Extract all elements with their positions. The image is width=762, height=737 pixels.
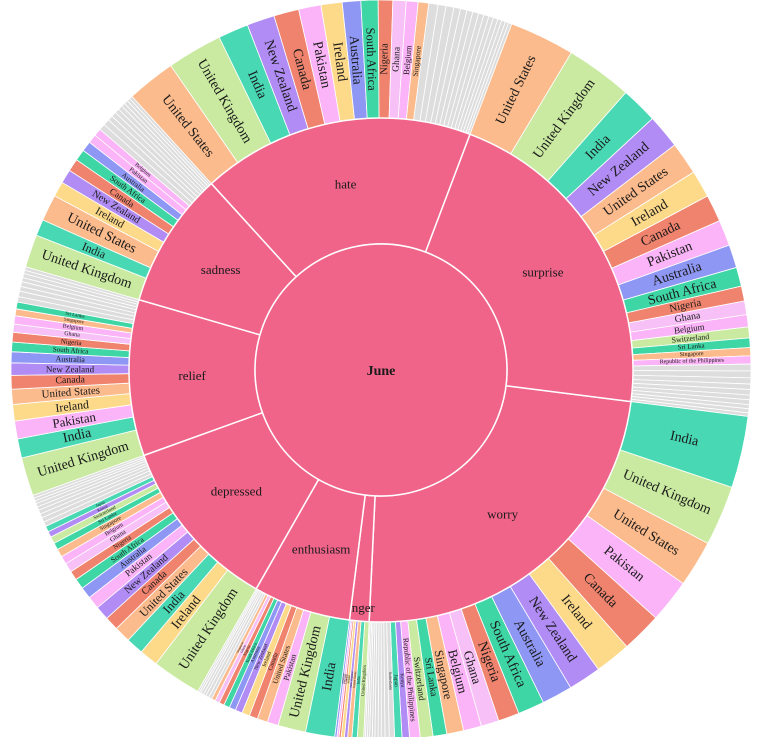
country-label-relief-sri-lanka: Sri Lanka: [65, 312, 86, 320]
emotion-label-depressed: depressed: [211, 484, 263, 499]
country-label-enthusiasm-nigeria: Nigeria: [243, 644, 252, 656]
country-label-relief-united-states: United States: [41, 385, 100, 401]
root-circle[interactable]: [254, 243, 508, 497]
country-label-anger-ireland: Ireland: [346, 674, 351, 683]
country-label-relief-ghana: Ghana: [64, 331, 81, 339]
country-label-relief-new-zealand: New Zealand: [46, 364, 95, 374]
emotion-label-worry: worry: [487, 507, 519, 522]
country-label-relief-nigeria: Nigeria: [60, 337, 83, 347]
root-label: June: [367, 364, 396, 379]
country-label-relief-india: India: [62, 426, 93, 447]
country-label-surprise-singapore: Singapore: [680, 351, 705, 358]
country-label-enthusiasm-ghana: Ghana: [240, 644, 248, 654]
country-label-relief-ireland: Ireland: [55, 397, 90, 415]
country-label-relief-belgium: Belgium: [62, 323, 84, 332]
country-label-relief-singapore: Singapore: [63, 317, 85, 325]
country-label-anger-canada: Canada: [344, 674, 349, 684]
country-label-anger-australia: Australia: [340, 672, 345, 684]
country-label-worry-india: India: [669, 429, 701, 450]
country-label-hate-south-africa: South Africa: [363, 27, 379, 91]
country-label-worry-japan: Japan: [392, 674, 399, 687]
emotion-label-surprise: surprise: [522, 265, 563, 280]
country-label-hate-ireland: Ireland: [329, 41, 349, 82]
country-label-hate-ghana: Ghana: [390, 46, 402, 72]
root-node[interactable]: June: [254, 243, 508, 497]
emotion-label-anger: anger: [346, 600, 376, 615]
country-label-hate-nigeria: Nigeria: [379, 43, 390, 75]
country-label-surprise-republic-of-the-philippines: Republic of the Philippines: [660, 357, 725, 366]
country-label-hate-australia: Australia: [347, 35, 366, 85]
country-label-hate-belgium: Belgium: [401, 45, 413, 76]
country-label-surprise-ghana: Ghana: [674, 310, 702, 325]
country-label-worry-kenya: Kenya: [398, 673, 405, 688]
emotion-ring: worry anger enthusiasm depressed relief sadne…: [128, 117, 634, 623]
country-label-worry-netherlands: Netherlands: [388, 672, 393, 691]
country-label-anger-united-states: United States: [352, 671, 357, 689]
country-label-anger-united-kingdom: United Kingdom: [360, 664, 367, 696]
country-label-relief-south-africa: South Africa: [53, 345, 90, 355]
country-label-depressed-kenya: Kenya: [96, 503, 108, 512]
country-label-enthusiasm-india: India: [320, 661, 340, 693]
emotion-label-relief: relief: [178, 368, 206, 383]
emotion-label-sadness: sadness: [201, 262, 241, 277]
country-label-enthusiasm-ireland: Ireland: [262, 651, 273, 668]
emotion-label-hate: hate: [335, 176, 357, 191]
country-label-relief-canada: Canada: [55, 374, 86, 386]
country-label-surprise-switzerland: Switzerland: [671, 332, 709, 345]
country-label-surprise-sri-lanka: Sri Lanka: [677, 343, 704, 352]
country-label-anger-india: India: [356, 676, 361, 684]
emotion-label-enthusiasm: enthusiasm: [292, 541, 351, 556]
country-label-anger-new-zealand: New Zealand: [349, 671, 355, 688]
country-label-relief-australia: Australia: [55, 354, 85, 364]
country-label-surprise-belgium: Belgium: [673, 322, 705, 336]
country-label-enthusiasm-singapore: Singapore: [236, 640, 245, 653]
country-label-depressed-japan: Japan: [95, 499, 107, 508]
country-label-enthusiasm-australia: Australia: [250, 645, 262, 664]
country-label-anger-pakistan: Pakistan: [342, 673, 347, 684]
